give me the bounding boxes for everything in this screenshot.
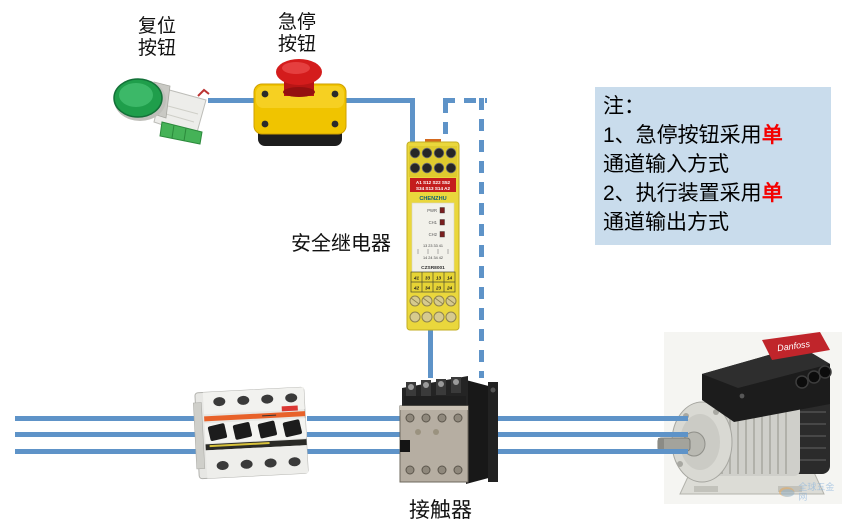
motor-brand-text: Danfoss <box>777 339 812 354</box>
contactor-image <box>396 374 500 488</box>
wire-phase1-right <box>498 416 688 421</box>
breaker-levers <box>207 419 302 441</box>
relay-grid-cell: 24 <box>446 286 453 291</box>
estop-button-image <box>248 58 350 150</box>
motor-terminal-box: Danfoss <box>702 332 832 422</box>
note-item1-highlight: 单 <box>761 124 783 147</box>
relay-input-terminals-row1: A1 S12 S22 S52 <box>416 180 451 185</box>
wire-relay-input-drop <box>410 98 415 144</box>
wire-phase3-mid <box>307 449 400 454</box>
wire-phase1-left <box>15 416 198 421</box>
relay-front-panel: PWR CH1 CH2 13 23 33 41 14 24 34 42 CZSR… <box>411 202 455 274</box>
wire-phase2-mid <box>307 432 400 437</box>
watermark-logo-icon <box>778 487 795 497</box>
note-item2-wrap: 通道输出方式 <box>603 211 729 234</box>
estop-button-label: 急停 按钮 <box>277 12 316 55</box>
contactor-label: 接触器 <box>409 499 472 522</box>
relay-top-terminals <box>409 147 457 174</box>
relay-grid-cell: 23 <box>435 286 442 291</box>
note-item2-highlight: 单 <box>761 182 783 205</box>
note-item1: 1、急停按钮采用单 <box>603 121 823 150</box>
wire-dashed-channel2-input <box>443 101 448 143</box>
relay-grid-cell: 42 <box>413 286 420 291</box>
safety-relay-label: 安全继电器 <box>291 233 391 255</box>
wire-phase3-left <box>15 449 198 454</box>
wire-phase2-right <box>498 432 688 437</box>
wire-phase3-right <box>498 449 688 454</box>
relay-led-pwr-label: PWR <box>427 208 437 213</box>
reset-button-terminals <box>159 121 203 145</box>
breaker-body <box>193 386 309 480</box>
relay-grid-cell: 14 <box>447 276 453 281</box>
watermark-text: 全球五金网 <box>798 482 835 502</box>
relay-contact-diagram-row1: 13 23 33 41 <box>423 244 443 248</box>
note-box: 注： 1、急停按钮采用单 通道输入方式 2、执行装置采用单 通道输出方式 <box>595 87 831 245</box>
relay-input-terminals-row2: S34 S13 S14 A2 <box>416 186 450 191</box>
circuit-breaker-image <box>193 386 310 480</box>
note-item2-text: 2、执行装置采用 <box>603 182 762 205</box>
relay-led-ch2-label: CH2 <box>429 232 438 237</box>
motor-brand-plate: Danfoss <box>762 332 830 360</box>
relay-terminal-id-label: A1 S12 S22 S52 S34 S13 S14 A2 <box>410 178 456 192</box>
note-item1-wrap: 通道输入方式 <box>603 153 729 176</box>
reset-button-label: 复位 按钮 <box>137 16 176 59</box>
relay-grid-cell: 13 <box>436 276 442 281</box>
motor-image: Danfoss <box>650 330 842 510</box>
relay-contact-diagram-row2: 14 24 34 42 <box>423 256 443 260</box>
relay-bottom-terminals <box>409 295 457 323</box>
contactor-body <box>399 376 498 484</box>
relay-model-text: CZSR8001 <box>421 265 445 271</box>
reset-button-image <box>110 66 220 150</box>
watermark: 全球五金网 <box>778 482 842 502</box>
wire-phase2-left <box>15 432 198 437</box>
wire-dashed-channel2-bypass <box>479 98 484 378</box>
contactor-front-screws <box>405 413 463 475</box>
relay-grid-cell: 33 <box>425 276 431 281</box>
estop-mushroom-cap <box>276 59 322 97</box>
relay-output-terminal-grid: 41 33 13 14 42 34 23 24 <box>410 271 456 293</box>
safety-relay-image: A1 S12 S22 S52 S34 S13 S14 A2 CHENZHU PW… <box>406 139 460 333</box>
contactor-top-terminals <box>404 377 466 408</box>
relay-led-ch1-label: CH1 <box>429 220 438 225</box>
reset-button-cap <box>113 78 166 121</box>
relay-grid-cell: 34 <box>425 286 431 291</box>
note-item1-text: 1、急停按钮采用 <box>603 124 762 147</box>
wire-dashed-channel2-top <box>443 98 487 103</box>
wire-phase1-mid <box>307 416 400 421</box>
breaker-brand-mark <box>281 405 298 412</box>
relay-grid-cell: 41 <box>413 276 420 281</box>
note-item2: 2、执行装置采用单 <box>603 179 823 208</box>
wire-relay-to-contactor <box>428 328 433 378</box>
relay-brand-text: CHENZHU <box>419 196 446 202</box>
note-heading: 注： <box>603 95 645 118</box>
